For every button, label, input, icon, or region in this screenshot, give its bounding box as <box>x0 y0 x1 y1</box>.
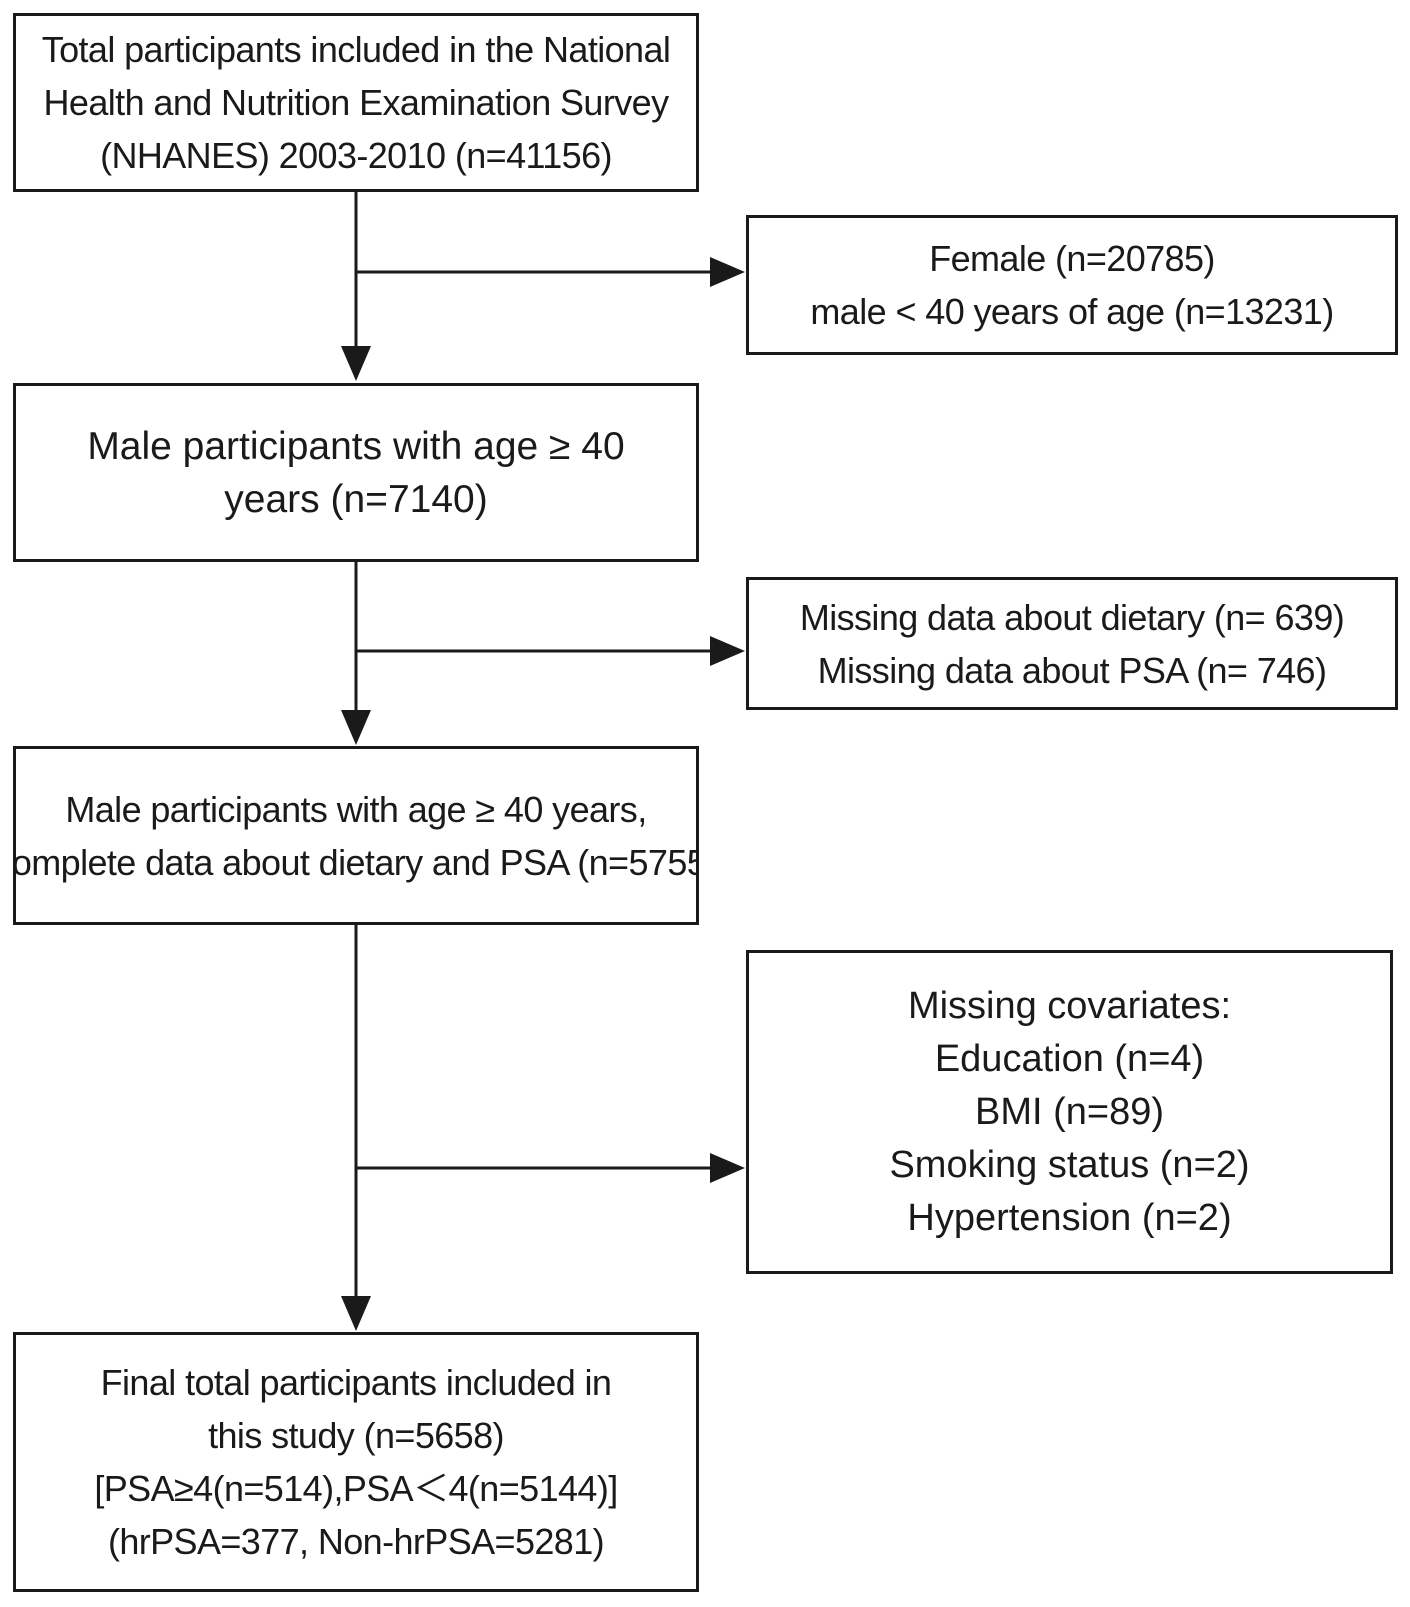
box-covariates-heading: Missing covariates: <box>907 984 1232 1027</box>
box-final-line-3: [PSA≥4(n=514),PSA＜4(n=5144)] <box>94 1468 618 1509</box>
box-complete-line-1: Male participants with age ≥ 40 years, <box>65 788 647 830</box>
box-excluded-sex-age: Female (n=20785) male < 40 years of age … <box>746 215 1398 355</box>
box-missing-covariates: Missing covariates: Education (n=4) BMI … <box>746 950 1393 1274</box>
box-complete-line-2: complete data about dietary and PSA (n=5… <box>13 841 699 883</box>
box-male-40-line-2: years (n=7140) <box>224 477 488 521</box>
box-male-40-line-1: Male participants with age ≥ 40 <box>87 424 625 468</box>
arrow-exclude-missing-data <box>356 636 745 666</box>
box-covariates-smoking: Smoking status (n=2) <box>889 1143 1250 1186</box>
box-missing-data: Missing data about dietary (n= 639) Miss… <box>746 577 1398 710</box>
box-total-line-3: (NHANES) 2003-2010 (n=41156) <box>100 135 612 176</box>
box-final-line-4: (hrPSA=377, Non-hrPSA=5281) <box>107 1521 605 1562</box>
box-total-line-2: Health and Nutrition Examination Survey <box>43 82 670 123</box>
box-final-line-1: Final total participants included in <box>100 1362 612 1403</box>
box-excluded-line-1: Female (n=20785) <box>929 238 1215 279</box>
arrow-complete-to-final <box>341 925 371 1331</box>
box-excluded-line-2: male < 40 years of age (n=13231) <box>810 291 1334 332</box>
box-covariates-education: Education (n=4) <box>934 1037 1205 1080</box>
arrow-exclude-missing-covariates <box>356 1153 745 1183</box>
arrow-male-40-to-complete <box>341 562 371 745</box>
box-final-participants: Final total participants included in thi… <box>13 1332 699 1592</box>
box-final-line-2: this study (n=5658) <box>208 1415 504 1456</box>
box-total-participants: Total participants included in the Natio… <box>13 13 699 192</box>
arrow-exclude-sex-age <box>356 257 745 287</box>
box-complete-data: Male participants with age ≥ 40 years, c… <box>13 746 699 925</box>
arrow-total-to-male-40 <box>341 192 371 381</box>
box-missing-data-line-2: Missing data about PSA (n= 746) <box>817 649 1327 691</box>
box-covariates-bmi: BMI (n=89) <box>974 1090 1165 1133</box>
box-covariates-hypertension: Hypertension (n=2) <box>907 1196 1232 1239</box>
box-male-age-40: Male participants with age ≥ 40 years (n… <box>13 383 699 562</box>
box-total-line-1: Total participants included in the Natio… <box>41 29 671 70</box>
box-missing-data-line-1: Missing data about dietary (n= 639) <box>799 596 1345 638</box>
